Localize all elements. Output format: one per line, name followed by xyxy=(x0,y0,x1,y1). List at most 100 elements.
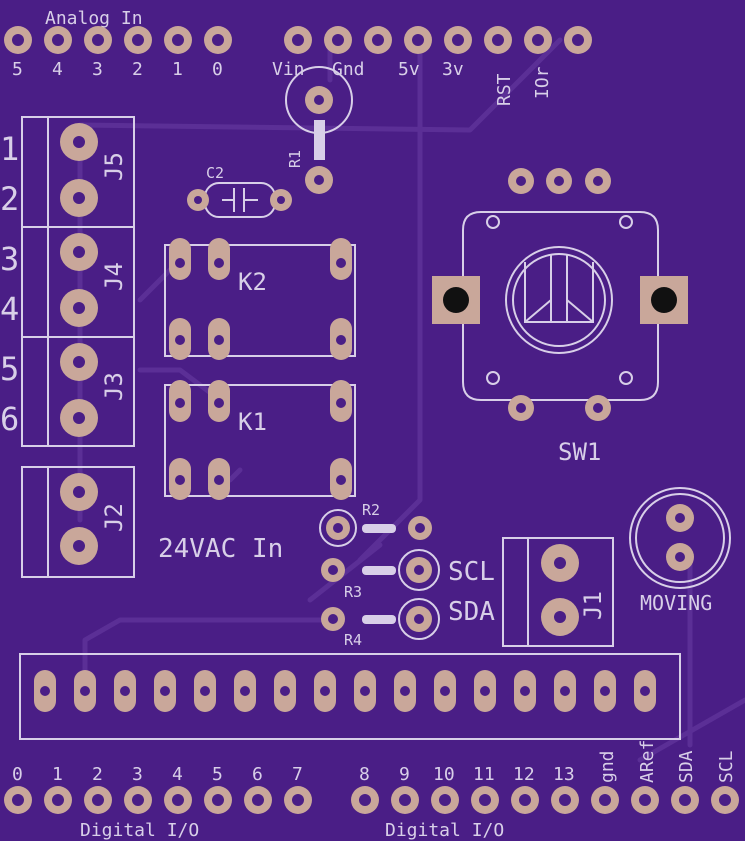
socket-pin-pad xyxy=(634,670,656,712)
vac-input-label: 24VAC In xyxy=(158,534,283,564)
socket-pin-pad xyxy=(114,670,136,712)
terminal-number-4: 4 xyxy=(0,290,19,328)
socket-pin-pad xyxy=(354,670,376,712)
terminal-j4: J4 xyxy=(60,233,128,327)
power-pin-label-3v: 3v xyxy=(442,59,464,80)
resistor-r4: R4 SDA xyxy=(321,597,495,649)
analog-pin-pad-2 xyxy=(124,26,152,54)
digital-pin-pad-7 xyxy=(284,786,312,814)
analog-pin-label-3: 3 xyxy=(92,59,103,80)
socket-pin-pad xyxy=(434,670,456,712)
analog-pin-pad-0 xyxy=(204,26,232,54)
digital-pin-label-4: 4 xyxy=(172,764,183,785)
power-pin-pad-0 xyxy=(284,26,312,54)
digital-pin-label-scl: SCL xyxy=(716,750,737,783)
terminal-j3-label: J3 xyxy=(100,372,128,401)
power-pin-pad-5 xyxy=(484,26,512,54)
terminal-number-5: 5 xyxy=(0,350,19,388)
socket-pin-pad xyxy=(154,670,176,712)
analog-pin-label-1: 1 xyxy=(172,59,183,80)
digital-pin-pad-2 xyxy=(84,786,112,814)
moving-led: MOVING xyxy=(629,487,731,615)
socket-pin-pad xyxy=(394,670,416,712)
analog-pin-label-5: 5 xyxy=(12,59,23,80)
digital-pin-pad-4 xyxy=(164,786,192,814)
relay-k1: K1 xyxy=(164,380,356,500)
terminal-number-2: 2 xyxy=(0,180,19,218)
digital-pin-label-13: 13 xyxy=(553,764,575,785)
relay-k2-label: K2 xyxy=(238,268,267,296)
digital-pin-pad-16 xyxy=(671,786,699,814)
digital-pin-label-11: 11 xyxy=(473,764,495,785)
terminal-number-1: 1 xyxy=(0,130,19,168)
socket-pin-pad xyxy=(34,670,56,712)
terminal-number-3: 3 xyxy=(0,240,19,278)
terminal-j2-label: J2 xyxy=(100,503,128,532)
terminal-number-6: 6 xyxy=(0,400,19,438)
socket-pin-pad xyxy=(74,670,96,712)
digital-pin-label-gnd: gnd xyxy=(597,750,618,783)
resistor-r3-label: R3 xyxy=(344,583,362,601)
terminal-j1-label: J1 xyxy=(579,591,607,620)
power-pin-label-ior: IOr xyxy=(532,66,553,99)
digital-pin-pad-8 xyxy=(351,786,379,814)
analog-pin-label-2: 2 xyxy=(132,59,143,80)
power-pin-label-5v: 5v xyxy=(398,59,420,80)
digital-pin-pad-15 xyxy=(631,786,659,814)
capacitor-c2-label: C2 xyxy=(206,164,224,182)
digital-pin-pad-6 xyxy=(244,786,272,814)
digital-pin-label-10: 10 xyxy=(433,764,455,785)
power-pin-pad-3 xyxy=(404,26,432,54)
resistor-r2: R2 xyxy=(319,501,432,547)
power-header: Vin Gnd 5v 3v RST IOr xyxy=(272,26,592,106)
digital-pin-label-7: 7 xyxy=(292,764,303,785)
socket-pin-pad xyxy=(234,670,256,712)
analog-header-title: Analog In xyxy=(45,8,143,29)
digital-header-title-left: Digital I/O xyxy=(80,820,199,841)
socket-pin-pad xyxy=(594,670,616,712)
digital-pin-label-aref: ARef xyxy=(637,740,658,783)
analog-pin-pad-4 xyxy=(44,26,72,54)
analog-pin-pad-5 xyxy=(4,26,32,54)
digital-pin-label-2: 2 xyxy=(92,764,103,785)
terminal-j2: J2 xyxy=(21,466,135,578)
digital-pin-label-9: 9 xyxy=(399,764,410,785)
terminal-j1: J1 xyxy=(502,537,614,647)
analog-pin-label-4: 4 xyxy=(52,59,63,80)
relay-k2: K2 xyxy=(164,238,356,360)
socket-pin-pad xyxy=(474,670,496,712)
power-pin-label-gnd: Gnd xyxy=(332,59,365,80)
terminal-block-stack: J5 J4 J3 1 2 3 4 5 6 xyxy=(0,116,135,447)
power-pin-pad-6 xyxy=(524,26,552,54)
socket-pin-pad xyxy=(194,670,216,712)
terminal-j3: J3 xyxy=(60,343,128,437)
resistor-r3: R3 SCL xyxy=(321,549,495,601)
digital-pin-label-sda: SDA xyxy=(676,750,697,783)
power-pin-pad-4 xyxy=(444,26,472,54)
socket-pin-pad xyxy=(514,670,536,712)
digital-pin-pad-0 xyxy=(4,786,32,814)
socket-pin-pad xyxy=(314,670,336,712)
power-pin-pad-2 xyxy=(364,26,392,54)
digital-pin-pad-11 xyxy=(471,786,499,814)
resistor-r4-label: R4 xyxy=(344,631,362,649)
analog-pin-label-0: 0 xyxy=(212,59,223,80)
rotary-switch-sw1: SW1 xyxy=(432,168,688,466)
digital-pin-pad-14 xyxy=(591,786,619,814)
digital-pin-pad-13 xyxy=(551,786,579,814)
digital-pin-label-1: 1 xyxy=(52,764,63,785)
resistor-r1: R1 xyxy=(285,66,353,194)
resistor-r2-label: R2 xyxy=(362,501,380,519)
relay-k1-label: K1 xyxy=(238,408,267,436)
digital-pin-label-6: 6 xyxy=(252,764,263,785)
digital-pin-label-0: 0 xyxy=(12,764,23,785)
moving-led-label: MOVING xyxy=(640,591,712,615)
sda-test-point-label: SDA xyxy=(448,597,495,627)
digital-header-title-right: Digital I/O xyxy=(385,820,504,841)
digital-pin-pad-12 xyxy=(511,786,539,814)
power-pin-pad-1 xyxy=(324,26,352,54)
analog-header: Analog In 5 4 3 2 1 0 xyxy=(4,8,232,80)
power-pin-label-vin: Vin xyxy=(272,59,305,80)
